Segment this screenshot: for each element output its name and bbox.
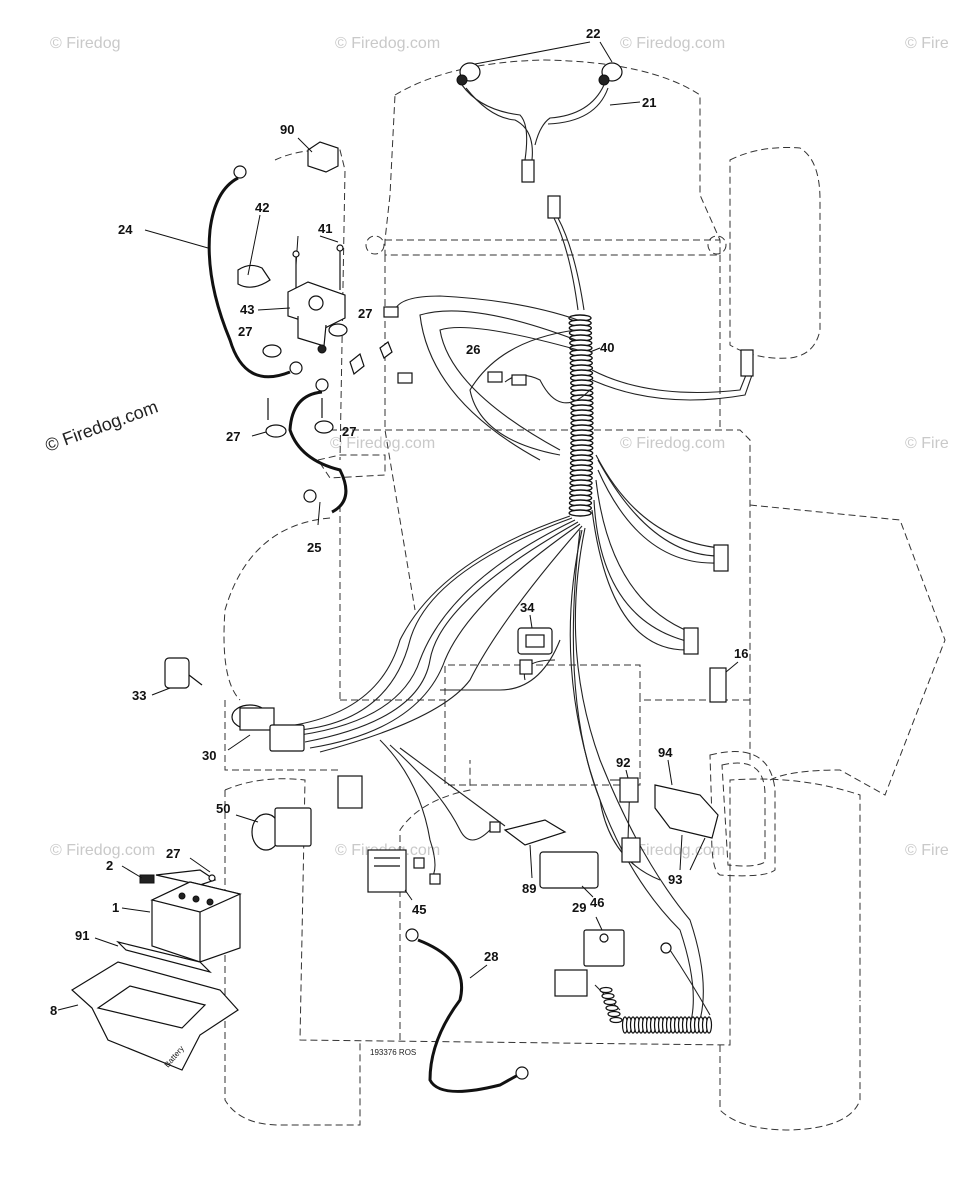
callout-27-e: 27 (166, 846, 180, 861)
watermark-top-center: © Firedog.com (335, 35, 440, 52)
callout-labels: 22 21 90 42 41 24 43 27 27 27 27 27 26 4… (50, 26, 748, 1018)
callout-24: 24 (118, 222, 133, 237)
callout-21: 21 (642, 95, 656, 110)
switches (151, 614, 739, 997)
callout-34: 34 (520, 600, 535, 615)
callout-30: 30 (202, 748, 216, 763)
coil-wrap-lower (601, 992, 615, 1000)
callout-92: 92 (616, 755, 630, 770)
harness-coil (547, 195, 601, 517)
harness-wires (294, 295, 753, 1026)
callout-43: 43 (240, 302, 254, 317)
callout-93: 93 (668, 872, 682, 887)
callout-89: 89 (522, 881, 536, 896)
callout-27-c: 27 (226, 429, 240, 444)
callout-28: 28 (484, 949, 498, 964)
drawing-code: 193376 ROS (370, 1048, 416, 1057)
battery-assembly: Battery (57, 857, 242, 1071)
watermark-main: © Firedog.com (43, 396, 161, 455)
battery-cable-28 (405, 928, 529, 1093)
coil-wrap-lower (603, 998, 617, 1006)
callout-2: 2 (106, 858, 113, 873)
callout-33: 33 (132, 688, 146, 703)
callout-1: 1 (112, 900, 119, 915)
callout-27-b: 27 (358, 306, 372, 321)
watermarks: © Firedog © Firedog.com © Firedog.com © … (43, 35, 949, 859)
coil-wrap-lower (607, 1010, 621, 1018)
watermark-mid-center: © Firedog.com (330, 435, 435, 452)
callout-27-d: 27 (342, 424, 356, 439)
callout-29: 29 (572, 900, 586, 915)
watermark-low-left: © Firedog.com (50, 842, 155, 859)
callout-50: 50 (216, 801, 230, 816)
watermark-top-left: © Firedog (50, 35, 120, 52)
coil-wrap (568, 509, 592, 517)
coiled-cable-lower (594, 942, 713, 1034)
callout-46: 46 (590, 895, 604, 910)
callout-45: 45 (412, 902, 426, 917)
headlight-assembly (456, 41, 641, 183)
watermark-top-edge: © Fire (905, 35, 949, 52)
callout-42: 42 (255, 200, 269, 215)
callout-22: 22 (586, 26, 600, 41)
callout-26: 26 (466, 342, 480, 357)
callout-25: 25 (307, 540, 321, 555)
coil-wrap-lower (599, 986, 613, 994)
coil-wrap-lower (705, 1016, 713, 1034)
coil-wrap-lower (605, 1004, 619, 1012)
watermark-mid-right: © Firedog.com (620, 435, 725, 452)
callout-94: 94 (658, 745, 673, 760)
callout-41: 41 (318, 221, 332, 236)
callout-8: 8 (50, 1003, 57, 1018)
harness-connectors (383, 306, 754, 885)
watermark-top-right: © Firedog.com (620, 35, 725, 52)
solenoid-assembly (144, 137, 393, 526)
coil-wrap-lower (609, 1016, 623, 1024)
callout-90: 90 (280, 122, 294, 137)
callout-91: 91 (75, 928, 89, 943)
callout-27-a: 27 (238, 324, 252, 339)
watermark-mid-edge: © Fire (905, 435, 949, 452)
watermark-low-right: © Firedog.com (620, 842, 725, 859)
callout-16: 16 (734, 646, 748, 661)
watermark-low-edge: © Fire (905, 842, 949, 859)
callout-40: 40 (600, 340, 614, 355)
